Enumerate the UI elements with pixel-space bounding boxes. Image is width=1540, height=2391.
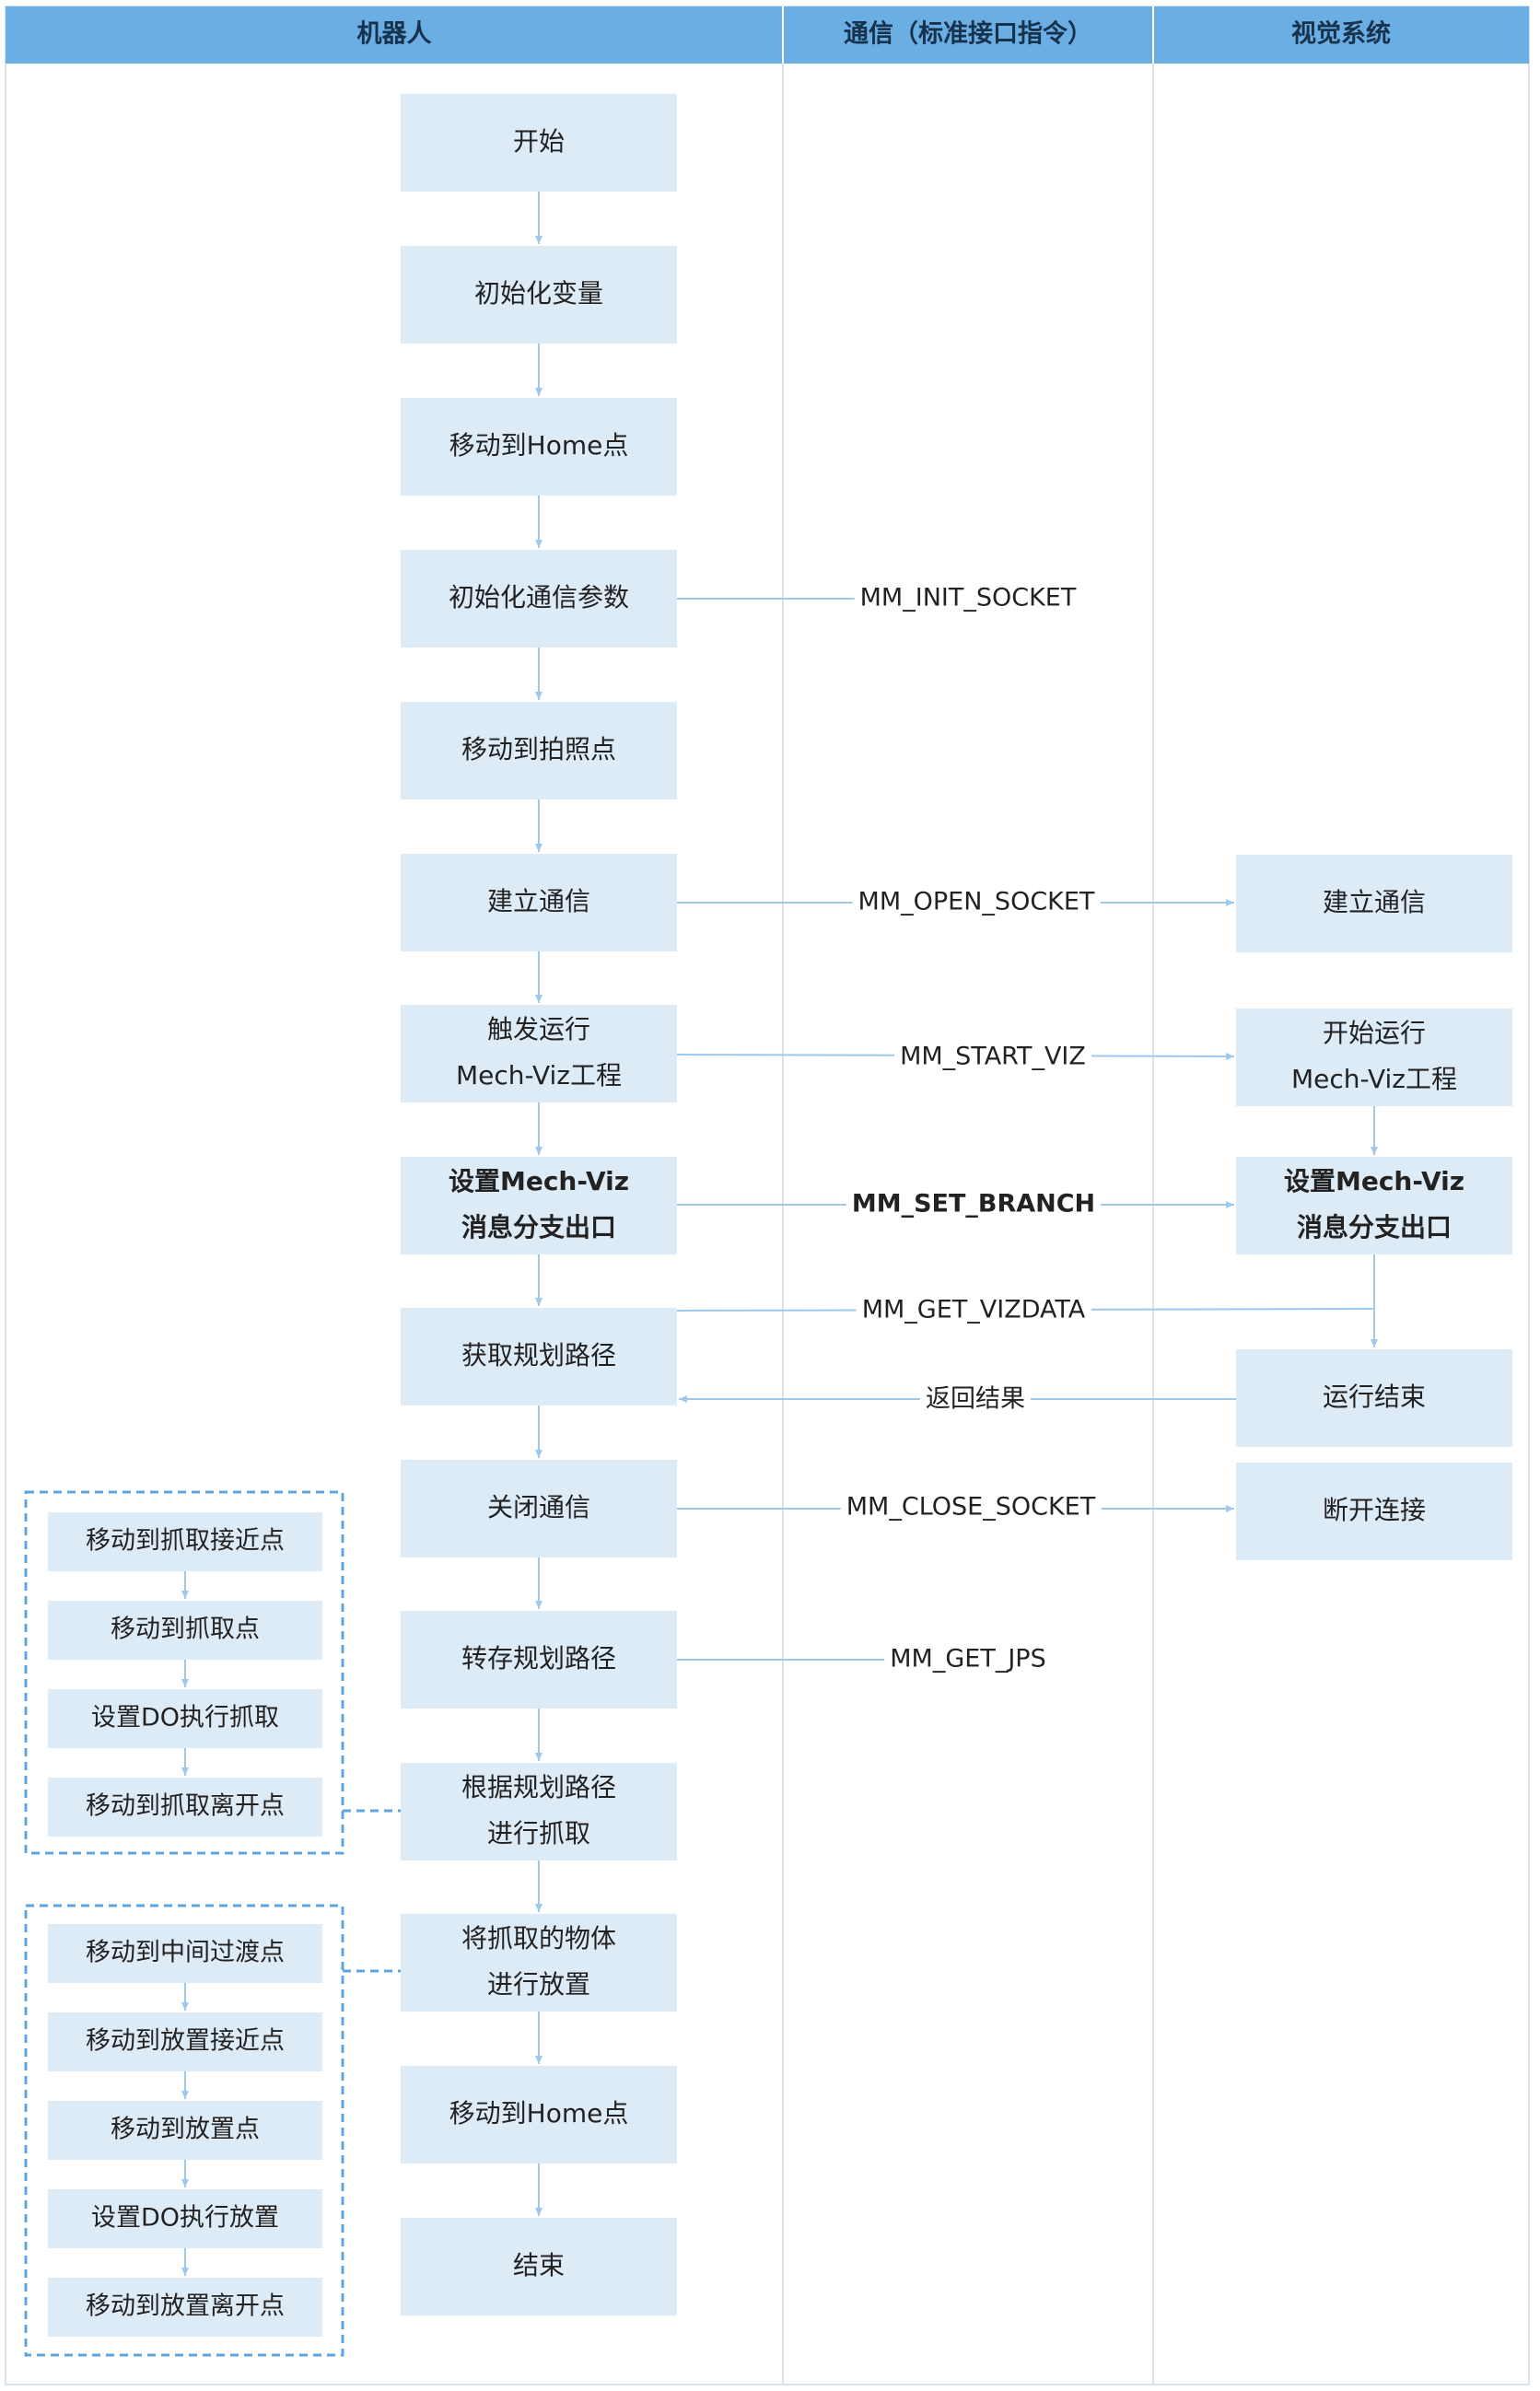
sub-step bbox=[48, 2012, 322, 2071]
robot-step bbox=[401, 1005, 677, 1102]
robot-step-label: 消息分支出口 bbox=[461, 1212, 616, 1242]
vision-step bbox=[1236, 1349, 1512, 1447]
sub-step bbox=[48, 2101, 322, 2160]
robot-step bbox=[401, 398, 677, 496]
robot-step bbox=[401, 1308, 677, 1405]
robot-step bbox=[401, 246, 677, 344]
command-label: MM_GET_VIZDATA bbox=[862, 1296, 1086, 1324]
vision-step-label: 开始运行 bbox=[1323, 1018, 1426, 1048]
header-communication: 通信（标准接口指令） bbox=[844, 19, 1092, 49]
vision-step bbox=[1236, 1157, 1512, 1254]
vision-step bbox=[1236, 1009, 1512, 1106]
robot-step bbox=[401, 2066, 677, 2164]
sub-step-label: 移动到放置点 bbox=[111, 2116, 260, 2144]
sub-step-label: 设置DO执行抓取 bbox=[91, 1704, 279, 1732]
command-label-bg bbox=[846, 1187, 1102, 1220]
vision-step bbox=[1236, 1463, 1512, 1560]
vision-step-label: 运行结束 bbox=[1323, 1382, 1426, 1412]
header-robot: 机器人 bbox=[357, 20, 432, 49]
vision-step-label: 消息分支出口 bbox=[1297, 1212, 1452, 1242]
robot-step-label: 获取规划路径 bbox=[461, 1340, 616, 1370]
robot-step-label: 将抓取的物体 bbox=[461, 1923, 616, 1954]
sub-step bbox=[48, 1778, 322, 1837]
robot-step-label: 根据规划路径 bbox=[461, 1772, 616, 1802]
sub-step bbox=[48, 2278, 322, 2337]
robot-step-label: 结束 bbox=[513, 2250, 565, 2280]
sub-step-label: 移动到放置离开点 bbox=[86, 2292, 285, 2321]
robot-step bbox=[401, 1763, 677, 1860]
robot-step-label: 设置Mech-Viz bbox=[449, 1166, 629, 1196]
robot-step bbox=[401, 94, 677, 192]
command-label: MM_SET_BRANCH bbox=[852, 1190, 1095, 1219]
robot-step bbox=[401, 702, 677, 799]
sub-step bbox=[48, 1601, 322, 1660]
robot-step bbox=[401, 1914, 677, 2012]
robot-step-label: 开始 bbox=[513, 126, 565, 157]
robot-step-label: 触发运行 bbox=[487, 1014, 590, 1044]
robot-step-label: 移动到Home点 bbox=[449, 2098, 629, 2129]
vision-step bbox=[1236, 855, 1512, 952]
command-label-bg bbox=[884, 1642, 1052, 1675]
command-label-bg bbox=[840, 1490, 1102, 1523]
sub-step-label: 移动到抓取接近点 bbox=[86, 1527, 285, 1556]
robot-step-label: 关闭通信 bbox=[487, 1492, 590, 1522]
robot-step-label: 建立通信 bbox=[487, 886, 590, 916]
sub-step-label: 设置DO执行放置 bbox=[91, 2204, 279, 2233]
command-label: MM_INIT_SOCKET bbox=[860, 584, 1077, 612]
robot-step bbox=[401, 1157, 677, 1254]
sub-step-label: 移动到中间过渡点 bbox=[86, 1939, 285, 1967]
command-label-bg bbox=[894, 1040, 1091, 1073]
command-label: MM_GET_JPS bbox=[890, 1645, 1045, 1674]
sub-step bbox=[48, 1689, 322, 1748]
header-bar bbox=[6, 6, 1529, 64]
sub-step-label: 移动到抓取离开点 bbox=[86, 1792, 285, 1821]
robot-step-label: 移动到Home点 bbox=[449, 430, 629, 461]
command-label-bg bbox=[856, 1293, 1091, 1326]
sub-step bbox=[48, 1512, 322, 1571]
vision-step-label: 断开连接 bbox=[1323, 1495, 1426, 1525]
vision-step-label: 设置Mech-Viz bbox=[1284, 1166, 1464, 1196]
command-label-bg bbox=[920, 1382, 1031, 1416]
robot-step-label: Mech-Viz工程 bbox=[456, 1060, 622, 1091]
command-label-bg bbox=[852, 885, 1101, 918]
command-label: MM_START_VIZ bbox=[900, 1043, 1086, 1071]
sub-step-label: 移动到抓取点 bbox=[111, 1615, 260, 1644]
header-vision: 视觉系统 bbox=[1291, 19, 1391, 49]
command-label: MM_OPEN_SOCKET bbox=[858, 888, 1095, 916]
sub-step bbox=[48, 2189, 322, 2248]
robot-step bbox=[401, 550, 677, 647]
sub-step-label: 移动到放置接近点 bbox=[86, 2027, 285, 2056]
robot-step-label: 进行抓取 bbox=[487, 1818, 590, 1849]
vision-step-label: Mech-Viz工程 bbox=[1291, 1064, 1457, 1094]
robot-step-label: 移动到拍照点 bbox=[461, 734, 616, 764]
command-label: 返回结果 bbox=[926, 1385, 1025, 1414]
pick_substeps-group bbox=[24, 1490, 344, 1855]
command-label: MM_CLOSE_SOCKET bbox=[846, 1493, 1096, 1522]
vision-step-label: 建立通信 bbox=[1323, 887, 1426, 917]
sub-step bbox=[48, 1924, 322, 1983]
robot-step bbox=[401, 1611, 677, 1709]
robot-step bbox=[401, 2218, 677, 2315]
robot-step-label: 初始化变量 bbox=[474, 278, 603, 309]
robot-step bbox=[401, 854, 677, 951]
robot-step-label: 初始化通信参数 bbox=[449, 582, 629, 612]
robot-step-label: 转存规划路径 bbox=[461, 1643, 616, 1674]
robot-step bbox=[401, 1460, 677, 1557]
command-label-bg bbox=[854, 581, 1082, 614]
node-layer: 开始初始化变量移动到Home点初始化通信参数移动到拍照点建立通信触发运行Mech… bbox=[48, 94, 1512, 2337]
robot-step-label: 进行放置 bbox=[487, 1969, 590, 2000]
place_substeps-group bbox=[24, 1904, 344, 2357]
